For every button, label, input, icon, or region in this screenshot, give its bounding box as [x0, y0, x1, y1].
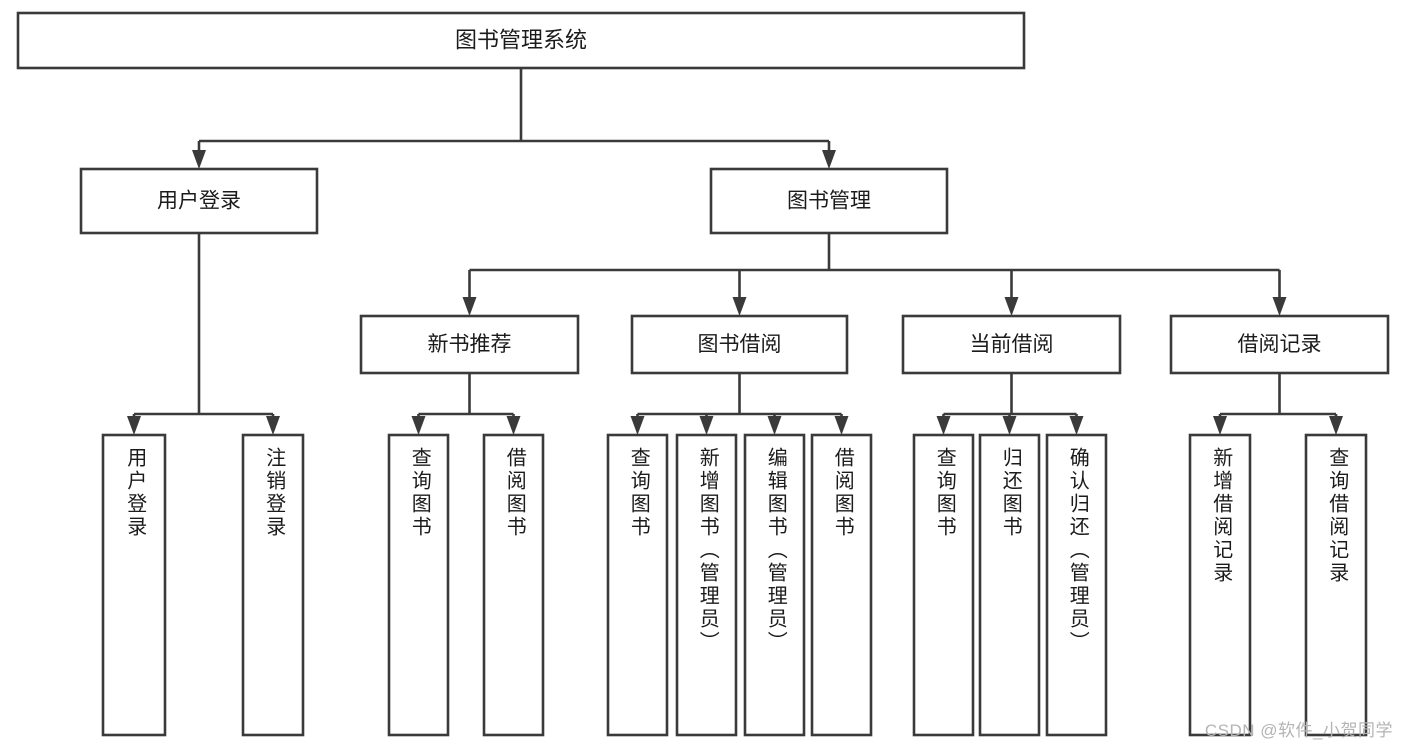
node-box-leaf-user-login[interactable] — [101, 433, 167, 737]
node-box-leaf-query-book-2[interactable] — [606, 433, 669, 737]
arrow-head-icon — [192, 150, 206, 169]
node-label-new-book-recommend: 新书推荐 — [428, 333, 512, 356]
arrow-head-icon — [127, 416, 141, 435]
arrow-head-icon — [1002, 416, 1017, 435]
node-label-user-login: 用户登录 — [157, 190, 241, 213]
node-box-leaf-edit-book[interactable] — [743, 433, 806, 737]
connector-lines — [127, 68, 1343, 435]
arrow-head-icon — [767, 416, 782, 435]
arrow-head-icon — [1329, 416, 1343, 435]
node-box-book-borrow[interactable] — [630, 314, 849, 375]
arrow-head-icon — [732, 297, 747, 316]
node-box-current-borrow[interactable] — [901, 314, 1122, 375]
node-box-leaf-confirm-return[interactable] — [1045, 433, 1108, 737]
root-node-label: 图书管理系统 — [455, 27, 587, 52]
arrow-head-icon — [834, 416, 849, 435]
arrow-head-icon — [266, 416, 280, 435]
arrow-head-icon — [1004, 297, 1019, 316]
node-box-leaf-logout-login[interactable] — [241, 433, 305, 737]
arrow-head-icon — [411, 416, 426, 435]
node-label-book-borrow: 图书借阅 — [698, 333, 782, 356]
arrow-head-icon — [1069, 416, 1084, 435]
arrow-head-icon — [462, 297, 477, 316]
arrow-head-icon — [1213, 416, 1227, 435]
arrow-head-icon — [1272, 297, 1287, 316]
node-boxes — [16, 11, 1390, 737]
node-box-new-book-recommend[interactable] — [359, 314, 580, 375]
node-label-borrow-record: 借阅记录 — [1238, 333, 1322, 356]
node-box-leaf-query-book-3[interactable] — [912, 433, 975, 737]
node-box-leaf-add-book[interactable] — [675, 433, 738, 737]
node-box-leaf-query-record[interactable] — [1304, 433, 1368, 737]
node-box-borrow-record[interactable] — [1169, 314, 1390, 375]
node-box-book-manage[interactable] — [709, 167, 949, 235]
node-box-user-login[interactable] — [79, 167, 319, 235]
arrow-head-icon — [699, 416, 714, 435]
arrow-head-icon — [630, 416, 645, 435]
arrow-head-icon — [506, 416, 521, 435]
arrow-head-icon — [936, 416, 951, 435]
arrow-head-icon — [822, 150, 836, 169]
node-box-leaf-add-record[interactable] — [1188, 433, 1252, 737]
node-label-current-borrow: 当前借阅 — [970, 333, 1054, 356]
node-box-leaf-borrow-book-1[interactable] — [482, 433, 545, 737]
node-box-leaf-borrow-book-2[interactable] — [810, 433, 873, 737]
node-box-leaf-return-book[interactable] — [978, 433, 1041, 737]
node-label-book-manage: 图书管理 — [787, 190, 871, 213]
node-box-leaf-query-book-1[interactable] — [387, 433, 450, 737]
root-node-box[interactable] — [16, 11, 1026, 70]
